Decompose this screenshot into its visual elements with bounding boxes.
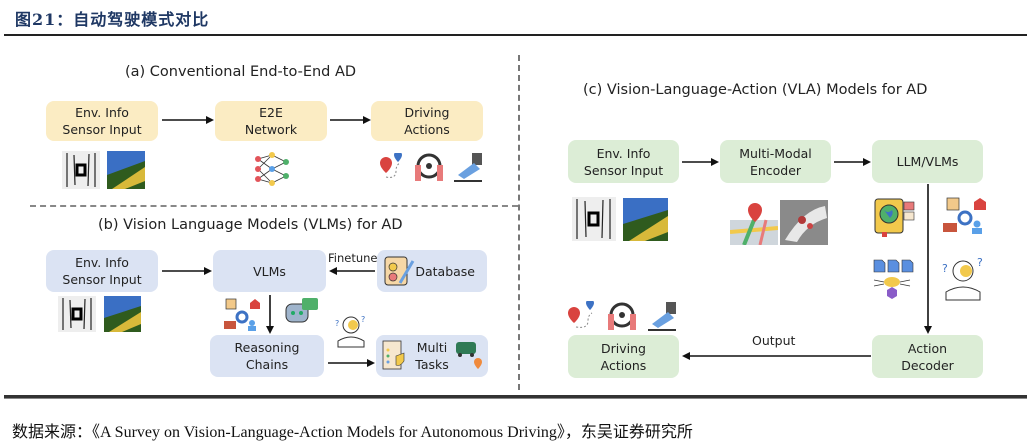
map-location-icon (730, 203, 778, 245)
box-text: Action (907, 340, 948, 356)
vertical-divider (518, 55, 520, 390)
box-text: Chains (245, 357, 289, 372)
camera-image-icon (104, 296, 141, 332)
box-text: Sensor Input (62, 272, 142, 287)
workflow-icon (224, 298, 260, 331)
panel-c-title: (c) Vision-Language-Action (VLA) Models … (583, 82, 928, 98)
box-text: Env. Info (75, 255, 129, 270)
box-text: Actions (600, 357, 647, 373)
bottom-rule (4, 395, 1027, 399)
box-a-e2e: E2E Network (215, 101, 327, 141)
lidar-image-icon (62, 151, 100, 189)
box-text: Driving (601, 340, 646, 356)
box-text: E2E (259, 105, 283, 120)
neural-network-icon (255, 152, 289, 186)
box-text: Network (244, 122, 298, 137)
steering-wheel-icon (415, 153, 443, 181)
thinking-person-icon: ?? (335, 315, 365, 348)
arrow-c-input-encoder (682, 158, 719, 166)
box-text: Reasoning (234, 340, 300, 355)
arrow-c-output (682, 352, 871, 360)
svg-text:?: ? (942, 262, 948, 275)
output-label: Output (752, 333, 796, 348)
arrow-c-encoder-llm (834, 158, 871, 166)
lidar-image-icon (58, 296, 96, 332)
camera-image-icon (107, 151, 145, 189)
panel-b-title: (b) Vision Language Models (VLMs) for AD (98, 217, 403, 233)
arrow-a1 (162, 116, 214, 124)
box-text: Multi (416, 340, 448, 355)
figure-title: 图21：自动驾驶模式对比 (15, 10, 210, 29)
box-a-input: Env. Info Sensor Input (46, 101, 158, 141)
occupancy-map-icon (780, 200, 828, 245)
box-text: Env. Info (596, 145, 651, 161)
route-pin-icon (568, 301, 594, 328)
svg-text:?: ? (335, 319, 339, 328)
box-text: LLM/VLMs (896, 154, 959, 169)
box-b-reasoning: Reasoning Chains (210, 335, 324, 377)
car-route-icon (456, 342, 482, 369)
top-rule (4, 34, 1027, 36)
svg-text:?: ? (977, 256, 983, 269)
arrow-b-vlms-reasoning (266, 295, 274, 334)
box-c-decoder: Action Decoder (872, 335, 983, 378)
world-knowledge-book-icon (874, 198, 915, 237)
box-b-input: Env. Info Sensor Input (46, 250, 158, 292)
thinking-person-icon: ?? (942, 256, 983, 301)
box-c-llm: LLM/VLMs (872, 140, 983, 183)
box-b-vlms: VLMs (213, 250, 326, 292)
box-text: VLMs (253, 263, 286, 279)
finetune-label: Finetune (328, 251, 378, 265)
lidar-image-icon (572, 197, 616, 241)
box-text: Database (415, 263, 475, 279)
box-text: Multi-Modal (739, 145, 812, 161)
box-text: Driving (404, 105, 450, 120)
pedal-icon (454, 153, 482, 182)
horizontal-divider (30, 205, 518, 207)
robot-chat-icon (285, 298, 318, 323)
arrow-b-reasoning-tasks (328, 359, 375, 367)
box-c-encoder: Multi-Modal Encoder (720, 140, 831, 183)
arrow-b-input-vlms (162, 267, 212, 275)
database-qa-icon (384, 256, 415, 286)
box-a-driving: Driving Actions (371, 101, 483, 141)
arrow-b-finetune (329, 267, 375, 275)
route-pin-icon (380, 153, 402, 178)
box-text: Tasks (415, 357, 449, 372)
box-text: Actions (404, 122, 450, 137)
box-text: Sensor Input (583, 162, 664, 178)
svg-text:?: ? (361, 315, 365, 324)
data-fusion-icon (873, 259, 914, 299)
box-c-driving: Driving Actions (568, 335, 679, 378)
box-text: Decoder (901, 357, 954, 373)
box-c-input: Env. Info Sensor Input (568, 140, 679, 183)
source-note: 数据来源：《A Survey on Vision-Language-Action… (12, 424, 693, 441)
steering-wheel-icon (608, 302, 636, 330)
box-text: Encoder (749, 162, 802, 178)
arrow-a2 (330, 116, 371, 124)
task-list-icon (382, 340, 405, 370)
box-text: Env. Info (75, 105, 129, 120)
pedal-icon (648, 302, 676, 331)
box-text: Sensor Input (62, 122, 142, 137)
panel-a-title: (a) Conventional End-to-End AD (125, 64, 357, 80)
workflow-icon (943, 197, 986, 234)
arrow-c-llm-decoder (924, 184, 932, 334)
camera-image-icon (623, 198, 668, 241)
